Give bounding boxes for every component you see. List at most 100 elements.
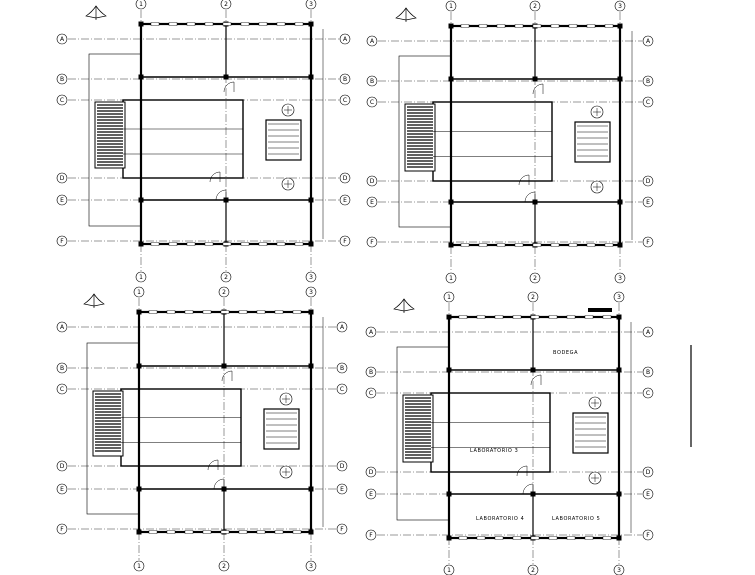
window [514,24,524,28]
structural-column [308,197,314,203]
window [276,22,286,26]
grid-bubble-row [365,488,377,500]
structural-column [448,23,454,29]
window [184,310,194,314]
grid-bubble-row [642,529,654,541]
grid-bubble-row [56,383,68,395]
window [256,530,266,534]
grid-bubble-row [642,96,654,108]
grid-bubble-row [339,235,351,247]
grid-bubble-row [336,321,348,333]
door-swing [532,83,544,95]
planter-icon [588,471,602,485]
grid-bubble-label: F [60,526,64,533]
grid-bubble-col [529,0,541,12]
grid-bubble-label: 1 [139,1,143,8]
grid-bubble-row [365,326,377,338]
stair-core [574,121,611,163]
window [168,22,178,26]
grid-bubble-row [56,194,68,206]
grid-bubble-label: D [340,463,345,470]
structural-column [532,76,538,82]
grid-bubble-col [443,291,455,303]
planter-icon [591,399,599,407]
grid-bubble-label: A [60,324,65,331]
grid-bubble-label: F [370,239,374,246]
window [530,536,540,540]
window [496,243,506,247]
grid-bubble-label: C [60,97,64,104]
window [294,242,304,246]
door-swing [518,174,530,186]
window [568,243,578,247]
structural-column [448,242,454,248]
grid-bubble-row [366,175,378,187]
grid-bubble-col [527,564,539,575]
door-swing [516,465,528,477]
structural-column [223,74,229,80]
grid-bubble-col [135,0,147,10]
grid-bubble-label: 3 [309,563,313,570]
grid-bubble-label: C [646,99,650,106]
grid-bubble-row [336,460,348,472]
structural-column [446,367,452,373]
grid-bubble-row [339,194,351,206]
grid-bubble-label: D [60,175,65,182]
window [512,315,522,319]
left-annex [396,346,450,521]
grid-bubble-label: C [369,390,373,397]
grid-bubble-row [642,387,654,399]
door-swing [530,374,542,386]
window [256,310,266,314]
window [204,242,214,246]
structural-column [616,535,622,541]
structural-column [616,367,622,373]
grid-bubble-label: D [369,469,374,476]
window [292,310,302,314]
window [602,315,612,319]
grid-bubble-label: 1 [449,3,453,10]
grid-bubble-label: B [340,365,344,372]
grid-bubble-col [305,271,317,283]
grid-bubble-col [613,291,625,303]
structural-column [308,529,314,535]
grid-bubble-label: E [343,197,347,204]
planter-icon [284,106,292,114]
grid-bubble-label: D [646,469,651,476]
grid-bubble-row [56,73,68,85]
grid-bubble-label: 1 [449,275,453,282]
grid-bubble-label: B [646,78,650,85]
window [604,24,614,28]
structural-column [446,314,452,320]
grid-bubble-row [56,483,68,495]
left-annex [86,342,140,515]
structural-column [136,529,142,535]
window [602,536,612,540]
grid-bubble-row [336,483,348,495]
planter-icon [282,468,290,476]
window [148,530,158,534]
window [550,24,560,28]
grid-bubble-row [336,383,348,395]
grid-bubble-label: B [369,369,373,376]
grid-bubble-label: 2 [224,1,228,8]
window [568,24,578,28]
window [458,315,468,319]
window [460,24,470,28]
window [258,22,268,26]
window [476,536,486,540]
grid-bubble-row [339,172,351,184]
window [586,243,596,247]
stair-core [263,408,300,450]
grid-bubble-row [336,523,348,535]
grid-bubble-label: E [369,491,373,498]
window [186,242,196,246]
grid-bubble-label: 2 [531,567,535,574]
stair-core [265,119,302,161]
structural-column [617,76,623,82]
structural-column [616,314,622,320]
left-annex [398,55,452,228]
planter-icon [282,395,290,403]
